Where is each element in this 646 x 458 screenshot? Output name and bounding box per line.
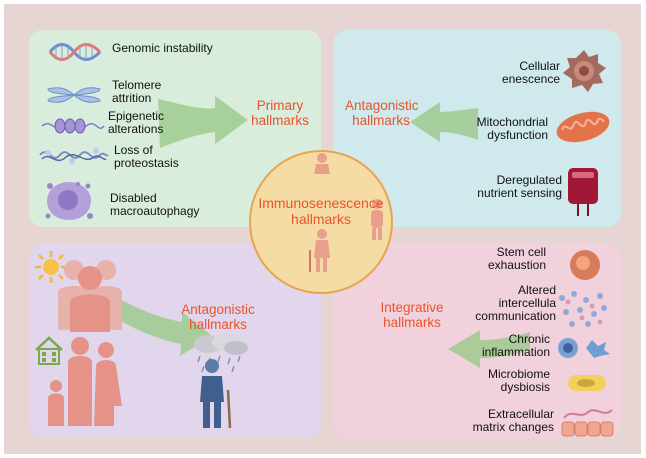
family-icon (48, 337, 122, 426)
blood-bag-icon (568, 168, 598, 216)
genomic-instability-label: Genomic instability (112, 41, 213, 55)
immune-cell-icon (558, 338, 610, 358)
disabled-macroautophagy-label: Disabled macroautophagy (110, 191, 200, 218)
extracellular-matrix-label: Extracellular matrix changes (472, 407, 554, 434)
mitochondrion-icon (556, 111, 610, 143)
dna-icon (48, 43, 102, 61)
house-icon (35, 336, 63, 365)
chronic-inflammation-label: Chronic inflammation (481, 332, 550, 359)
cell-icon (45, 182, 93, 220)
telomere-attrition-label: Telomere attrition (112, 78, 162, 105)
senescent-cell-icon (563, 50, 606, 92)
tissue-icon (561, 409, 614, 437)
nucleosome-icon (41, 118, 105, 134)
microbiome-dysbiosis-label: Microbiome dysbiosis (487, 367, 550, 394)
baby-icon (314, 153, 330, 174)
protein-aggregate-icon (39, 148, 109, 164)
deregulated-nutrient-sensing-label: Deregulated nutrient sensing (477, 173, 562, 200)
mitochondrial-dysfunction-label: Mitochondrial dysfunction (476, 115, 548, 142)
primary-hallmarks-heading: Primary hallmarks (251, 98, 309, 128)
elderly-person-icon (200, 359, 232, 429)
epigenetic-alterations-label: Epigenetic alterations (108, 109, 165, 136)
antagonistic-hallmarks-heading-bottom: Antagonistic hallmarks (181, 302, 255, 332)
chromosome-icon (47, 87, 101, 103)
loss-of-proteostasis-label: Loss of proteostasis (114, 143, 179, 170)
altered-communication-label: Altered intercellula communication (475, 283, 556, 323)
elderly-walking-icon (309, 229, 330, 272)
antagonistic-hallmarks-heading-top: Antagonistic hallmarks (345, 98, 419, 128)
child-icon (371, 199, 383, 240)
cellular-senescence-label: Cellular enescence (501, 59, 560, 86)
stem-cell-exhaustion-label: Stem cell exhaustion (487, 245, 546, 272)
bacterium-icon (568, 375, 606, 391)
rain-cloud-icon (194, 333, 248, 373)
molecules-icon (559, 291, 607, 327)
center-title: Immunosenescence hallmarks (258, 195, 384, 227)
integrative-hallmarks-heading: Integrative hallmarks (380, 300, 444, 330)
crowd-icon (58, 260, 122, 332)
stem-cell-icon (570, 250, 600, 280)
